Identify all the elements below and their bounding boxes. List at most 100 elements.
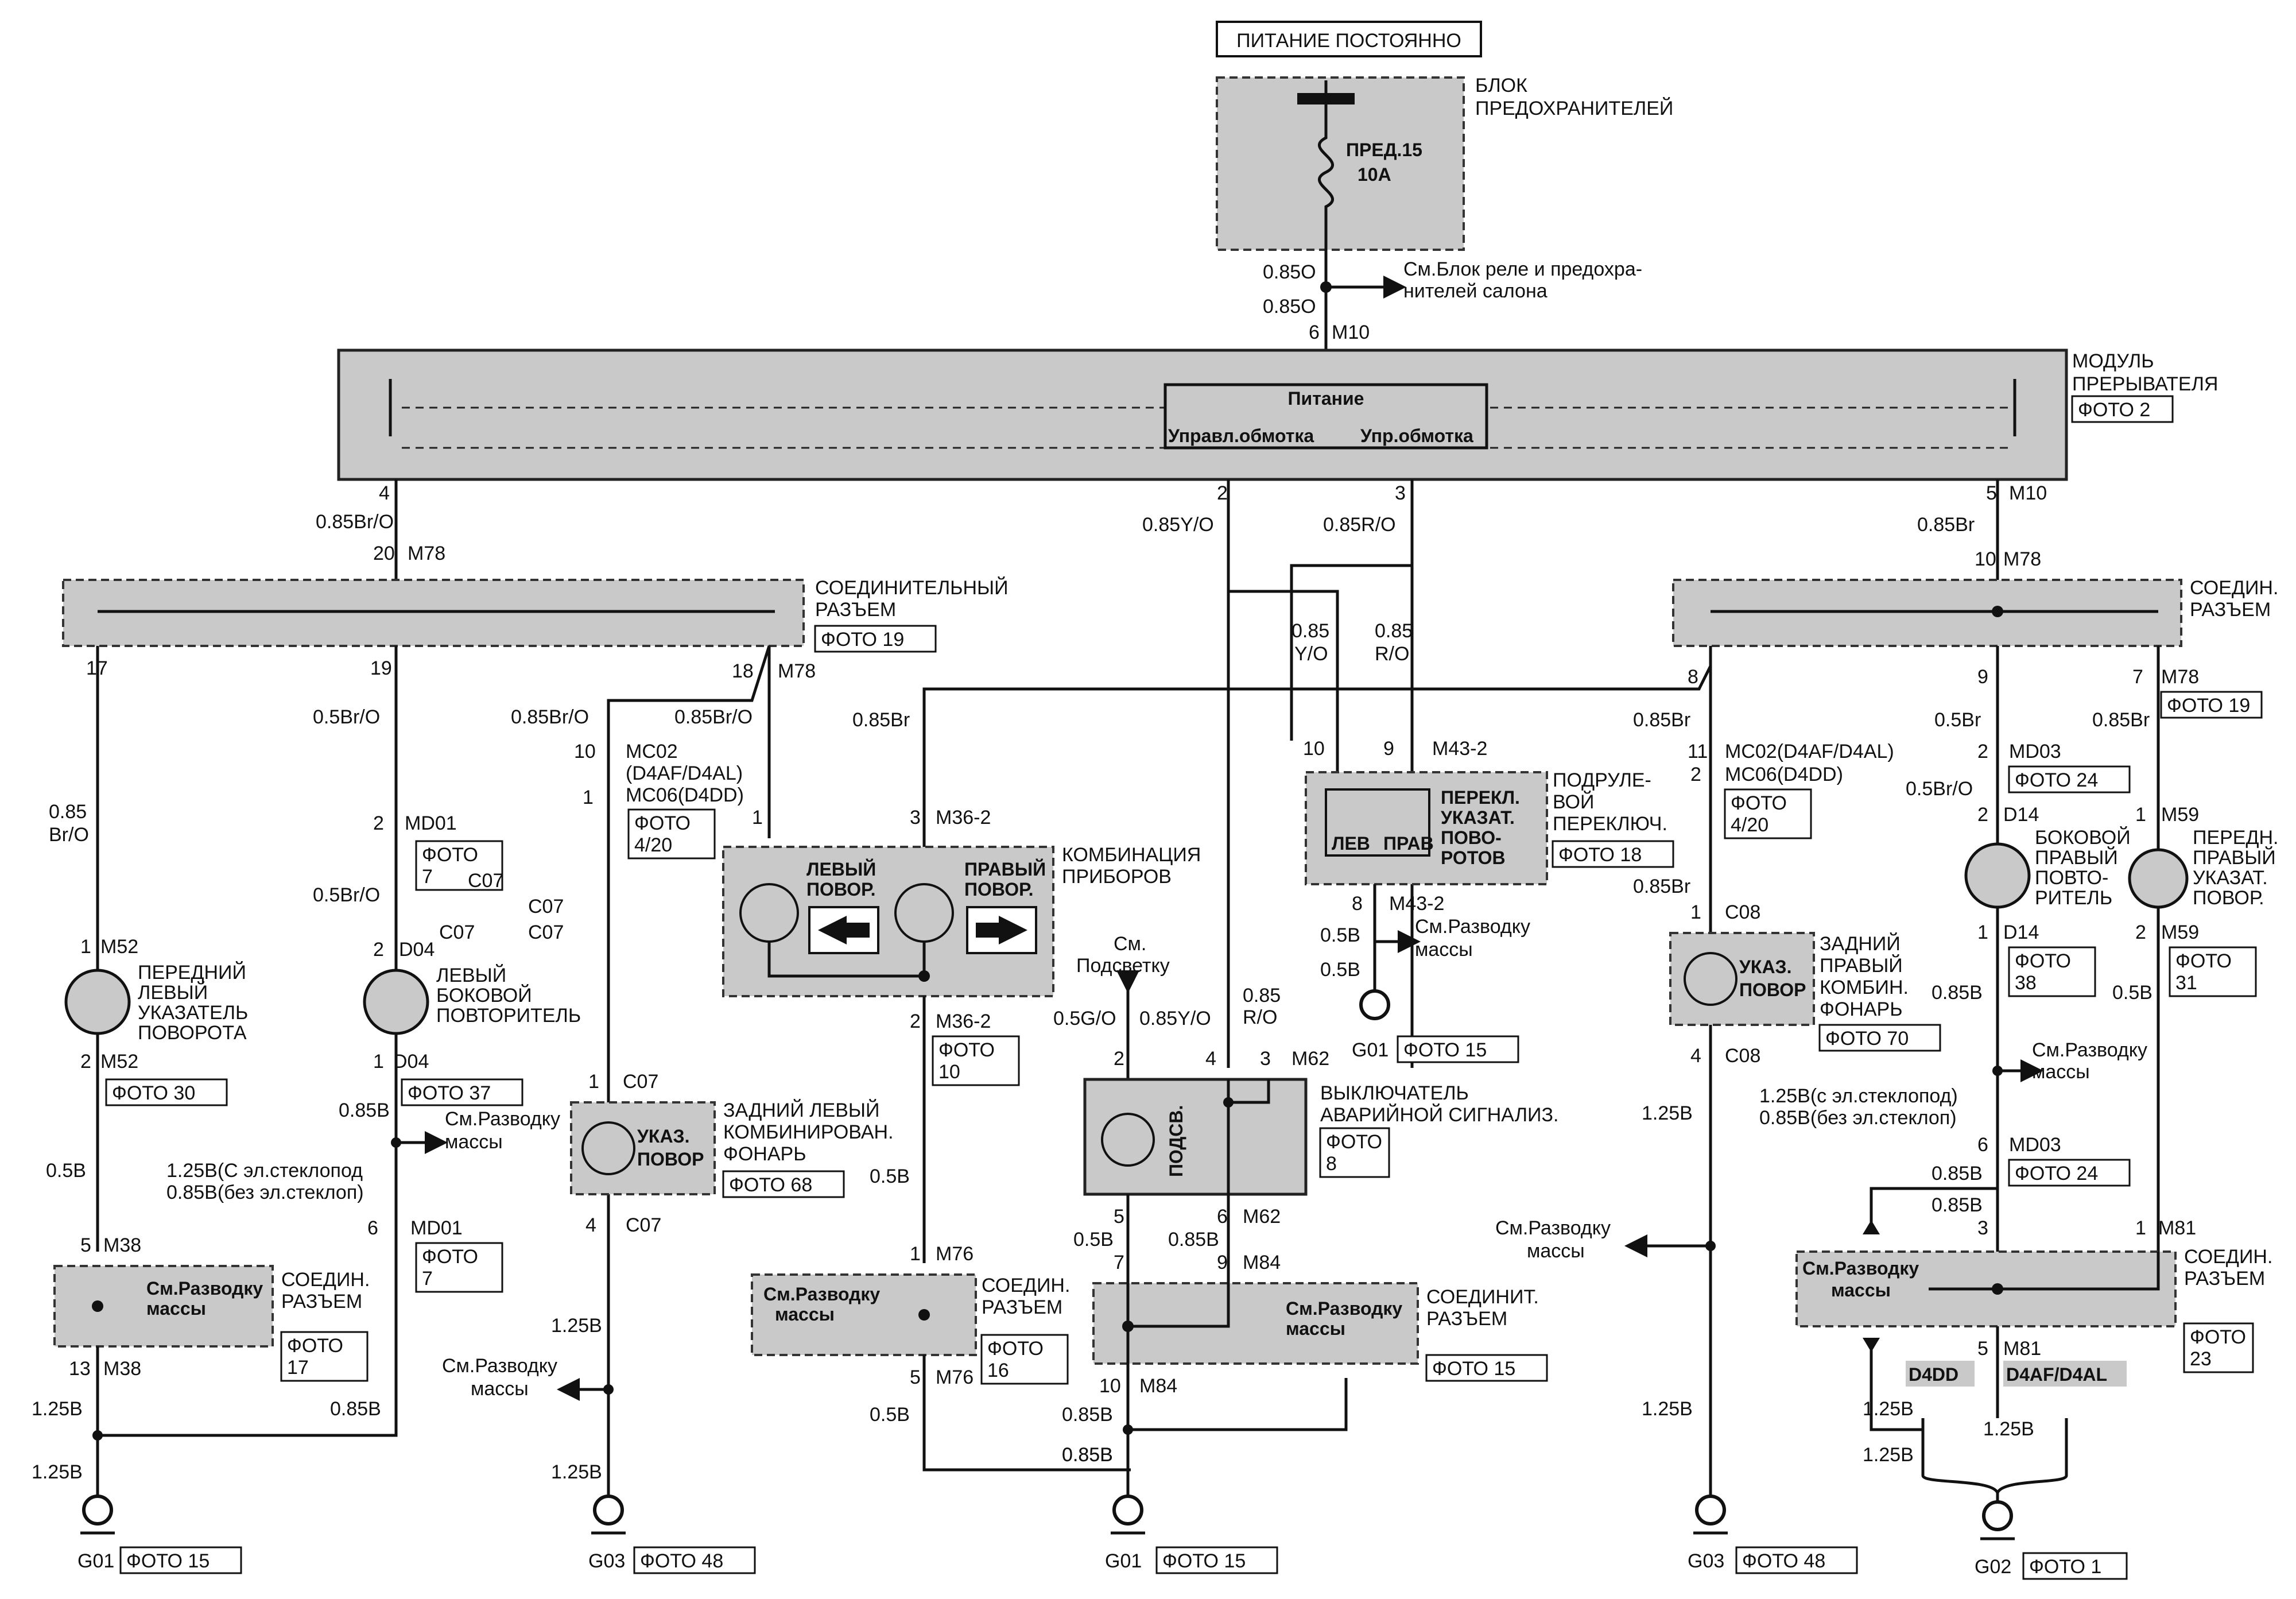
ground-icon — [82, 1495, 113, 1526]
sr-pin2: 2 — [1977, 741, 1988, 762]
rl-ground: G03 — [588, 1550, 625, 1572]
mj-m76a: M76 — [936, 1243, 974, 1265]
rj-pin1: 1 — [2135, 1217, 2146, 1239]
bulb-icon — [2128, 848, 2189, 909]
lj-ground-ref-1: См.Разводку — [146, 1278, 263, 1299]
mr-mc06: MC06(D4DD) — [1725, 764, 1843, 785]
hz-foto-1: ФОТО — [1326, 1131, 1382, 1153]
rj-gfoto: ФОТО 1 — [2029, 1556, 2101, 1578]
bulb-icon — [1684, 952, 1737, 1006]
rj-d4af: D4AF/D4AL — [2006, 1364, 2107, 1385]
mc02-pin10: 10 — [574, 741, 596, 762]
lj-w125a: 1.25B — [32, 1398, 83, 1420]
rear-right-lamp: 1 C08 УКАЗ. ПОВОР ЗАДНИЙ ПРАВЫЙ КОМБИН. … — [1495, 901, 1941, 1574]
sr-arrow-wire — [1870, 1187, 1998, 1234]
fr-name-4: ПОВОР. — [2193, 887, 2264, 909]
left-connector-p18: 18 — [732, 660, 754, 682]
sw-w085r-2: R/O — [1375, 643, 1409, 665]
fr-foto-1: ФОТО — [2175, 950, 2232, 972]
wire-top-2: 0.85O — [1263, 296, 1316, 318]
junction-dot — [1223, 1097, 1234, 1108]
sw-m43: M43-2 — [1432, 738, 1487, 760]
rc-w9: 0.5Br — [1934, 709, 1981, 731]
rl-gfoto-box — [633, 1546, 756, 1574]
sr-d14b: D14 — [2003, 922, 2039, 943]
rl-foto: ФОТО 68 — [729, 1174, 812, 1196]
fuse-block-title-1: БЛОК — [1475, 75, 1527, 96]
sl-name-3: ПОВТОРИТЕЛЬ — [436, 1005, 581, 1027]
wire-3: 0.85R/O — [1323, 514, 1396, 536]
hz-pin4: 4 — [1205, 1048, 1216, 1070]
ground-icon — [1982, 1500, 2013, 1531]
wire-18a-label: 0.85Br/O — [511, 706, 589, 728]
bulb-icon — [1964, 842, 2031, 909]
rl-name-2: КОМБИНИРОВАН. — [723, 1121, 894, 1143]
left-connector-foto-box — [814, 625, 937, 653]
sl-foto7b-1: ФОТО — [422, 1246, 478, 1268]
sr-pin2b: 2 — [1977, 804, 1988, 826]
bj-wire-b — [1128, 1194, 1230, 1328]
rr-name-4: ФОНАРЬ — [1820, 998, 1903, 1020]
sl-name-1: ЛЕВЫЙ — [436, 965, 506, 986]
sr-foto38-2: 38 — [2015, 972, 2037, 994]
junction-dot — [918, 1309, 930, 1321]
lj-w085: 0.85B — [330, 1398, 381, 1420]
left-connector-title-1: СОЕДИНИТЕЛЬНЫЙ — [815, 577, 1009, 599]
sr-ground-ref-1: См.Разводку — [2032, 1039, 2147, 1061]
hz-pin5: 5 — [1114, 1206, 1124, 1228]
mj-ground-ref-2: массы — [775, 1304, 835, 1325]
fl-name-4: ПОВОРОТА — [138, 1022, 247, 1044]
lj-ground-ref-2: массы — [146, 1298, 206, 1319]
rr-ground: G03 — [1688, 1550, 1724, 1572]
instrument-cluster: 1 3 M36-2 ЛЕВЫЙ ПОВОР. ПРАВЫЙ ПОВОР. КОМ… — [722, 665, 1712, 1263]
relay-ref-2: нителей салона — [1403, 280, 1548, 302]
fl-pin1: 1 — [80, 936, 91, 958]
rr-name-3: КОМБИН. — [1820, 977, 1909, 998]
sl-foto7a-1: ФОТО — [422, 844, 478, 866]
wire-br-label: 0.85Br — [852, 709, 910, 731]
sl-foto: ФОТО 37 — [408, 1082, 491, 1104]
module-title-1: МОДУЛЬ — [2072, 350, 2154, 372]
cl-internal — [767, 942, 926, 978]
junction-dot — [1320, 281, 1332, 293]
rj-left-branch — [1870, 1338, 1923, 1431]
module-pin4: 4 — [379, 482, 390, 504]
rr-lamp-2: ПОВОР — [1739, 979, 1806, 1000]
mr-foto-box — [1724, 788, 1812, 839]
lj-box — [53, 1265, 274, 1348]
c07-4: C07 — [528, 922, 564, 943]
hz-m62b: M62 — [1243, 1206, 1281, 1228]
rj-ground-ref-2: массы — [1831, 1280, 1891, 1300]
rl-box — [570, 1101, 716, 1195]
fr-w05: 0.5B — [2112, 982, 2152, 1004]
rj-foto-1: ФОТО — [2190, 1326, 2246, 1348]
side-left-repeater: 2 MD01 ФОТО 7 0.5Br/O 2 D04 C07 C07 C07 … — [98, 812, 581, 1437]
rj-w125b: 1.25B — [1863, 1444, 1914, 1466]
rj-w125c: 1.25B — [1983, 1418, 2034, 1440]
mr-foto-1: ФОТО — [1731, 792, 1787, 814]
mj-box — [751, 1273, 977, 1356]
module-foto-box — [2071, 395, 2174, 423]
bj-foto-box — [1425, 1354, 1548, 1382]
hz-pin3: 3 — [1260, 1048, 1271, 1070]
sl-wire-down — [98, 1033, 398, 1437]
module-pin3: 3 — [1395, 482, 1406, 504]
rj-w125a: 1.25B — [1863, 1398, 1914, 1420]
turn-signal-switch: 0.85 Y/O 0.85 R/O 10 9 M43-2 ЛЕВ ПРАВ ПЕ… — [1292, 620, 1674, 1063]
lj-m38a: M38 — [103, 1234, 141, 1256]
sw-foto-box — [1552, 840, 1674, 868]
lj-w125b: 1.25B — [32, 1461, 83, 1483]
m78-label-b: M78 — [2003, 548, 2041, 570]
sr-foto24-box — [2008, 765, 2131, 793]
rj-m81b: M81 — [2003, 1338, 2041, 1360]
wire-left: 0.85Br/O — [316, 511, 394, 533]
sw-pin10: 10 — [1303, 738, 1325, 760]
sr-pin1: 1 — [1977, 922, 1988, 943]
sl-ground-ref-2: массы — [445, 1131, 503, 1153]
rl-pin4: 4 — [585, 1214, 596, 1236]
fl-foto-box — [105, 1078, 228, 1106]
cl-pin3: 3 — [910, 807, 921, 828]
rr-c08b: C08 — [1725, 1045, 1760, 1067]
sr-foto38-box — [2008, 946, 2096, 997]
bulb-icon — [581, 1121, 635, 1175]
